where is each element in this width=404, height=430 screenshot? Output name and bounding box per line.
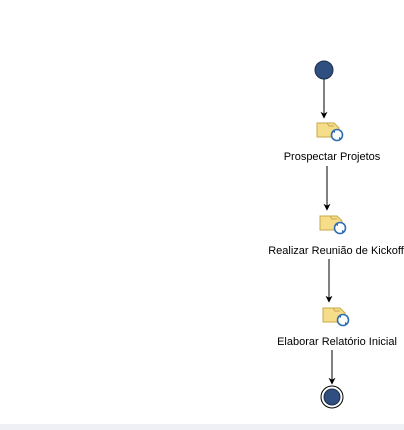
activity-label-prospectar-projetos: Prospectar Projetos — [283, 151, 381, 163]
end-node[interactable] — [320, 385, 344, 409]
activity-label-realizar-reuniao: Realizar Reunião de Kickoff — [268, 245, 404, 257]
process-activity-icon[interactable] — [322, 307, 350, 327]
process-activity-icon[interactable] — [316, 122, 344, 142]
process-activity-icon[interactable] — [319, 215, 347, 235]
activity-label-elaborar-relatorio: Elaborar Relatório Inicial — [277, 336, 397, 348]
start-node[interactable] — [314, 60, 334, 80]
bottom-strip — [0, 424, 404, 430]
